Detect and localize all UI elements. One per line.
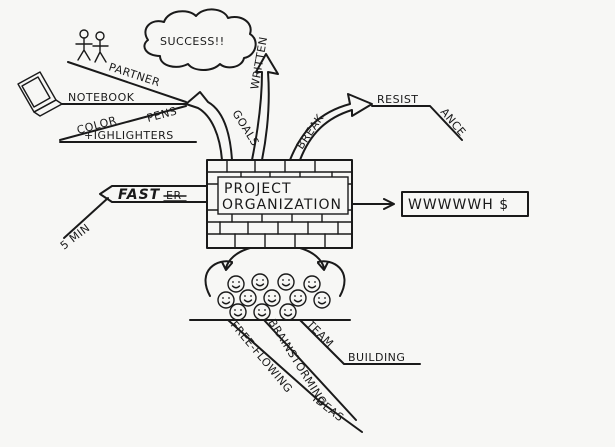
ideas-label: IDEAS <box>310 392 346 424</box>
faces-enclosure <box>204 260 346 297</box>
down-arrows <box>221 247 329 271</box>
success-label: SUCCESS!! <box>160 35 225 48</box>
smiley-face-6 <box>239 289 257 307</box>
smiley-face-5 <box>217 291 235 309</box>
laptop-icon <box>17 71 63 117</box>
smiley-face-11 <box>253 303 271 321</box>
fast-label: FAST <box>118 187 161 203</box>
resist-label: RESIST <box>377 93 419 106</box>
smiley-face-12 <box>279 303 297 321</box>
resistance-underline <box>371 105 463 141</box>
team-label: TEAM <box>303 317 336 350</box>
smiley-face-9 <box>313 291 331 309</box>
brainstorming-line <box>263 319 357 421</box>
ance-label: ANCE <box>438 106 469 139</box>
smiley-faces-icon <box>217 273 331 321</box>
break-label: BREAK <box>294 112 327 152</box>
notebook-label: NOTEBOOK <box>68 91 135 104</box>
team-building-line <box>299 319 421 365</box>
goals-arrow <box>185 91 233 161</box>
brick-wall-icon <box>206 159 353 249</box>
smiley-face-4 <box>303 275 321 293</box>
five-min-label: 5 MIN <box>58 221 93 252</box>
output-box <box>401 191 529 217</box>
center-label-line1: PROJECT <box>224 181 292 197</box>
pens-label: PENS <box>145 104 178 125</box>
smiley-face-2 <box>251 273 269 291</box>
highlighters-label: +IGHLIGHTERS <box>84 129 174 142</box>
center-label-line2: ORGANIZATION <box>222 197 342 213</box>
building-label: BUILDING <box>348 351 405 364</box>
er-underline <box>163 195 187 202</box>
written-arrow <box>251 53 279 161</box>
free-flowing-line <box>227 319 363 433</box>
partner-line <box>67 61 187 103</box>
stick-figures-icon <box>75 29 109 63</box>
five-min-line <box>63 197 109 239</box>
smiley-face-3 <box>277 273 295 291</box>
smiley-face-1 <box>227 275 245 293</box>
output-label: WWWWWH $ <box>408 197 509 213</box>
written-label: WRITTEN <box>248 35 270 90</box>
break-arrow <box>289 93 373 161</box>
color-pens-line <box>59 105 187 141</box>
smiley-face-7 <box>263 289 281 307</box>
success-cloud <box>143 8 257 71</box>
fast-arrow <box>99 185 208 203</box>
output-arrow <box>351 198 395 210</box>
smiley-face-8 <box>289 289 307 307</box>
